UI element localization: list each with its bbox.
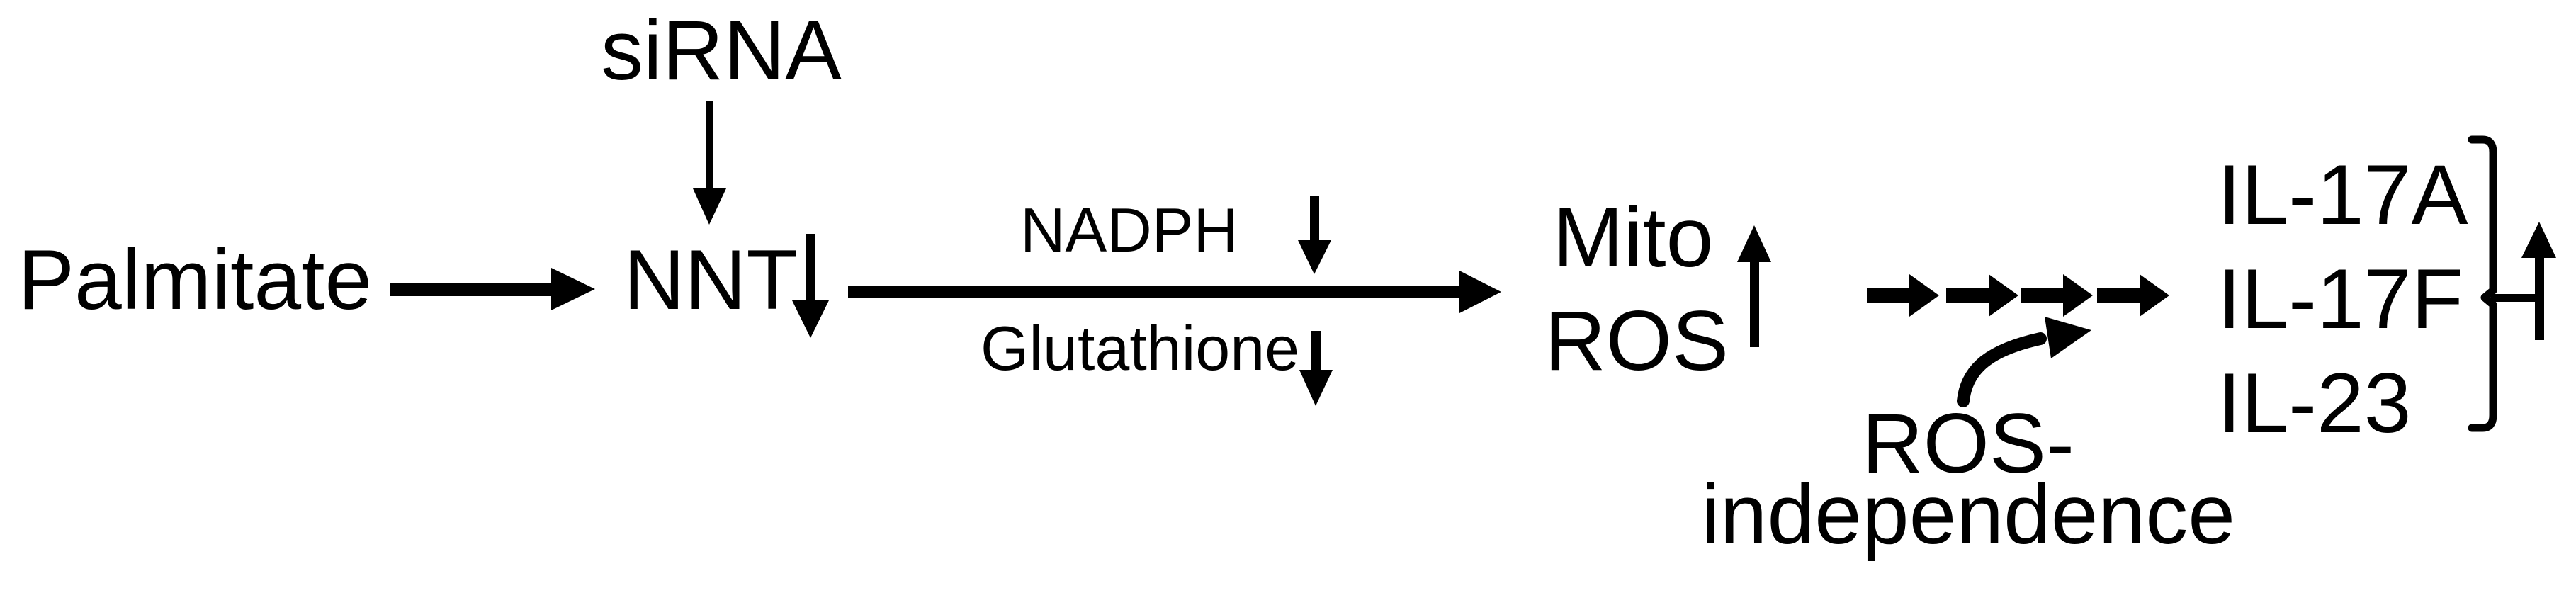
label-nnt: NNT [623,232,798,327]
decrease-arrow-nnt-icon [792,234,829,338]
chain-arrow-icon [2097,274,2169,317]
increase-arrow-mito-ros-icon [1737,225,1771,347]
label-ros-independence: ROS- independence [1700,396,2236,562]
label-ros-independence-line1: ROS- [1862,396,2074,491]
label-nadph: NADPH [1020,195,1239,265]
arrow-nnt-to-mito-ros-icon [848,271,1501,313]
label-palmitate: Palmitate [18,232,373,327]
arrow-palmitate-to-nnt-icon [390,268,595,310]
cytokine-bracket-icon [2468,135,2535,432]
label-ros-independence-line2: independence [1700,467,2236,562]
dashed-arrow-chain-icon [1867,274,2169,317]
decrease-arrow-nadph-icon [1298,196,1331,274]
label-mito-ros-line2: ROS [1544,293,1729,388]
label-mito-ros: Mito ROS [1544,186,1729,392]
increase-arrow-cytokines-icon [2521,222,2556,340]
curved-arrow-ros-independence-icon [1957,317,2091,407]
chain-arrow-icon [2021,274,2093,317]
decrease-arrow-glutathione-icon [1299,331,1333,406]
label-il-17a: IL-17A [2218,147,2468,242]
chain-arrow-icon [1946,274,2018,317]
arrow-sirna-to-nnt-icon [693,101,726,225]
label-il-17f: IL-17F [2218,252,2463,346]
chain-arrow-icon [1867,274,1939,317]
label-mito-ros-line1: Mito [1552,190,1714,285]
label-glutathione: Glutathione [981,313,1300,383]
label-sirna: siRNA [601,3,842,98]
cytokine-list: IL-17A IL-17F IL-23 [2218,143,2468,456]
label-il-23: IL-23 [2218,356,2412,451]
